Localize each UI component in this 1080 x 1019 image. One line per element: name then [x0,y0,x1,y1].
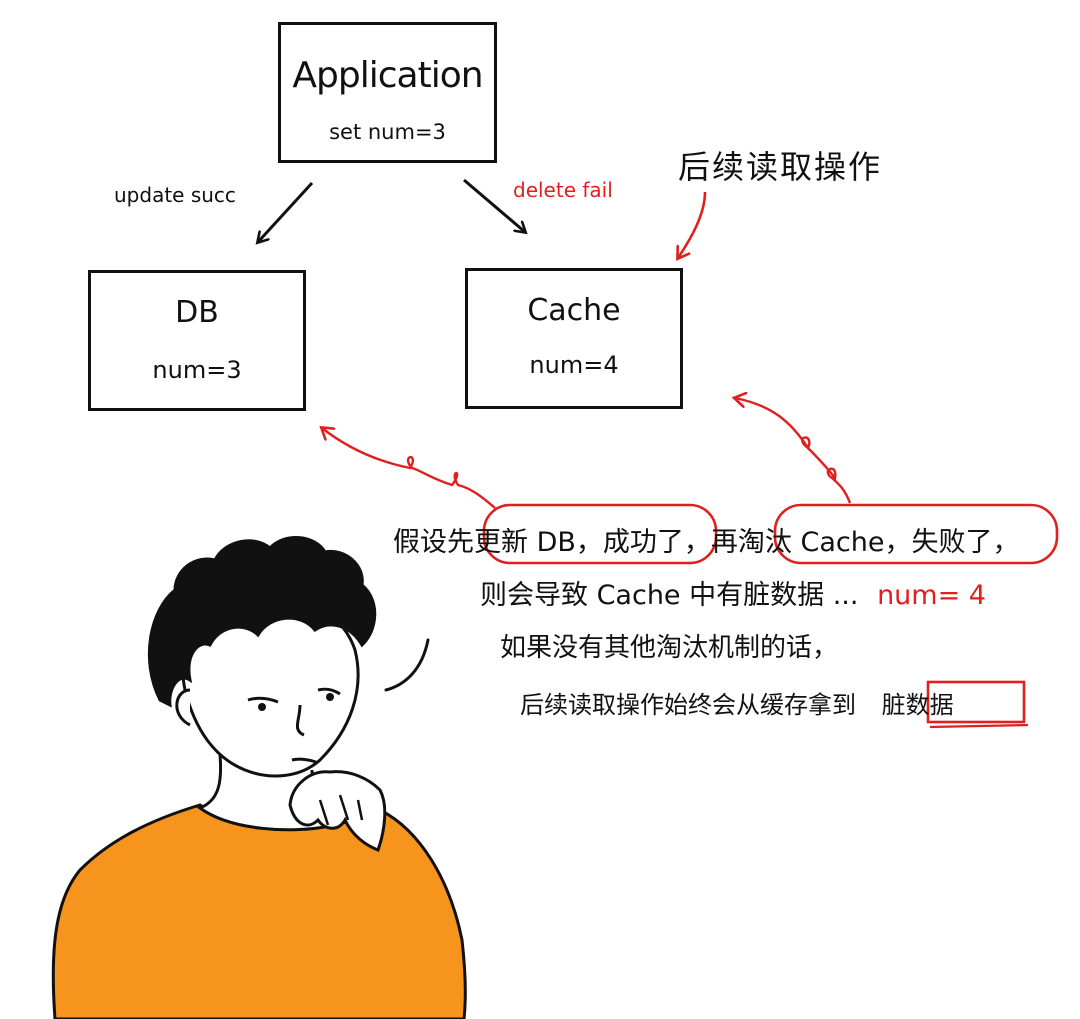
narration-line-3: 如果没有其他淘汰机制的话， [500,633,839,663]
db-squiggle-arrow [322,428,496,509]
read-arrow [678,191,707,258]
narration-line-4: 后续读取操作始终会从缓存拿到 脏数据 [520,685,954,720]
narration-line-1-part-1: 假设先 [393,527,474,558]
delete-arrow [463,178,525,232]
db-value: num=3 [152,356,242,384]
cache-value: num=4 [529,351,619,379]
cache-node: Cache num=4 [465,268,683,409]
update-arrow [258,181,314,242]
cache-squiggle-arrow [735,398,852,504]
narration-line-1-part-2: 更新 DB，成功了 [474,527,684,558]
cache-title: Cache [527,293,621,328]
thinking-person-illustration [51,535,467,1019]
subsequent-read-label: 后续读取操作 [678,148,883,186]
application-node: Application set num=3 [278,22,497,163]
application-action: set num=3 [329,120,446,144]
hand [288,770,387,852]
narration-line-2-text: 则会导致 Cache 中有脏数据 ... [480,580,859,611]
narration-line-4-text: 后续读取操作始终会从缓存拿到 [520,691,856,719]
highlight-evict-cache [773,503,1059,565]
narration-line-2: 则会导致 Cache 中有脏数据 ... num= 4 [480,573,986,612]
update-edge-label: update succ [114,183,236,207]
narration-line-1: 假设先更新 DB，成功了，再淘汰 Cache，失败了， [393,520,1019,559]
db-node: DB num=3 [88,270,306,411]
highlight-dirty-data [926,680,1026,724]
orange-shirt [51,803,467,1019]
narration-line-1-part-4: 淘汰 Cache，失败了 [737,527,993,558]
right-eye [317,687,341,696]
hair [147,535,377,708]
highlight-update-db [482,503,718,565]
application-title: Application [292,55,483,96]
db-title: DB [175,295,219,330]
delete-edge-label: delete fail [513,178,613,202]
dirty-value: num= 4 [877,580,986,611]
dirty-data-highlight: 脏数据 [881,691,954,719]
narration-line-1-part-3: ，再 [683,527,738,558]
left-eye [247,696,279,704]
narration-line-1-part-5: ， [992,527,1020,558]
speech-mark [384,638,430,692]
